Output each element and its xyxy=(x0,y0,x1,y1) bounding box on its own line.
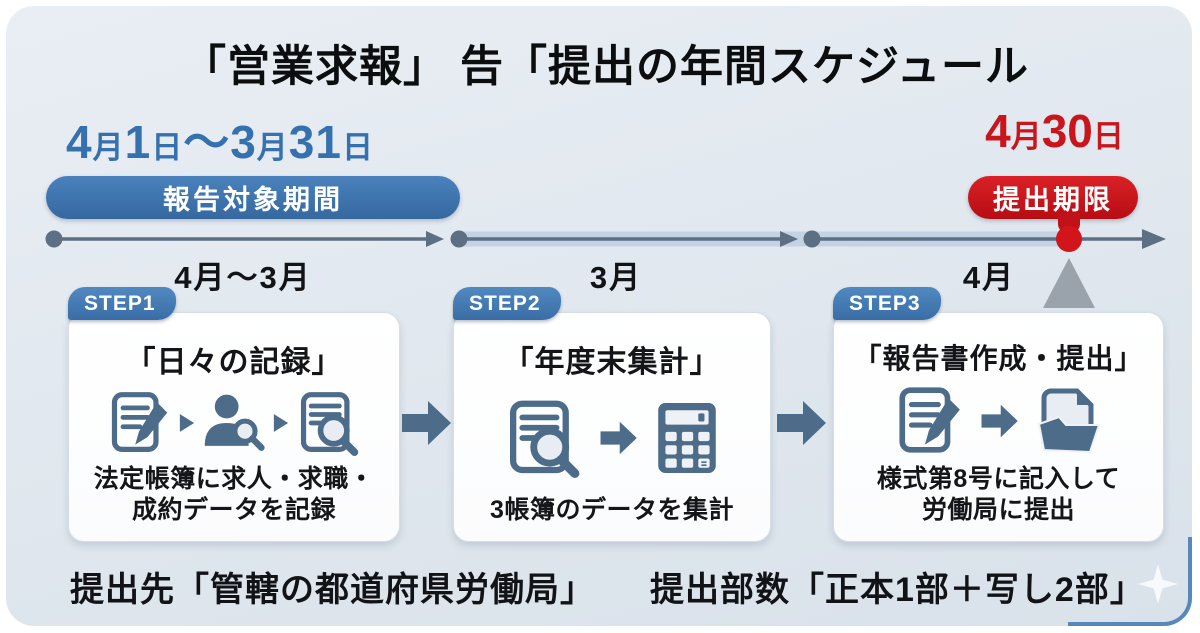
person-search-icon xyxy=(202,391,266,455)
segment-label-1: 4月〜3月 xyxy=(174,260,312,295)
rounded-background-panel: 「営業求報」 告「提出の年間スケジュール 4月1日〜3月31日 報告対象期間 4… xyxy=(6,6,1192,626)
page-title: 「営業求報」 告「提出の年間スケジュール xyxy=(183,43,1029,91)
step3-caption-line1: 様式第8号に記入して xyxy=(876,465,1121,493)
step3-tag: STEP3 xyxy=(833,287,941,320)
folder-document-icon xyxy=(1035,386,1105,456)
triangle-right-icon xyxy=(273,413,289,433)
step2-tag-label: STEP2 xyxy=(469,291,541,315)
arrow-right-icon xyxy=(598,421,640,455)
timeline-arrowhead-2 xyxy=(780,231,798,247)
segment-label-3: 4月 xyxy=(962,260,1016,295)
deadline-pill: 提出期限 xyxy=(968,176,1138,219)
document-pencil-icon xyxy=(106,390,172,456)
deadline-dot xyxy=(1056,226,1082,252)
step1-card: 「日々の記録」 xyxy=(68,312,400,542)
step2-card: 「年度末集計」 xyxy=(453,312,771,542)
deadline-label: 提出期限 xyxy=(993,185,1113,215)
step3-caption-line2: 労働局に提出 xyxy=(921,495,1075,524)
step1-tag: STEP1 xyxy=(68,287,176,320)
report-period-pill: 報告対象期間 xyxy=(46,176,460,219)
segment-label-2: 3月 xyxy=(589,260,643,295)
calculator-icon xyxy=(654,401,720,475)
submission-destination: 提出先「管轄の都道府県労働局」 xyxy=(70,571,595,609)
step1-title: 「日々の記録」 xyxy=(125,346,343,379)
report-period-label: 報告対象期間 xyxy=(163,185,343,215)
step2-caption-line1: 3帳簿のデータを集計 xyxy=(490,495,734,524)
step1-icon-row xyxy=(106,381,362,464)
step2-title: 「年度末集計」 xyxy=(503,346,721,379)
step3-tag-label: STEP3 xyxy=(849,291,921,315)
document-search-icon xyxy=(504,398,584,478)
timeline-axis xyxy=(45,226,1166,252)
report-period-dates: 4月1日〜3月31日 xyxy=(66,116,374,168)
submission-copies: 提出部数「正本1部＋写し2部」 xyxy=(650,571,1145,609)
document-pencil-icon xyxy=(893,385,965,457)
step1-caption: 法定帳簿に求人・求職・ 成約データを記録 xyxy=(94,464,375,525)
arrow-right-icon xyxy=(777,400,827,446)
step3-caption: 様式第8号に記入して 労働局に提出 xyxy=(877,464,1120,525)
step1-caption-line2: 成約データを記録 xyxy=(131,495,336,524)
deadline-date: 4月30日 xyxy=(985,105,1124,157)
document-search-icon xyxy=(296,390,362,456)
timeline-arrowhead-1 xyxy=(426,231,444,247)
step2-icon-row xyxy=(504,381,720,495)
step2-tag: STEP2 xyxy=(453,287,561,320)
timeline-dot-3 xyxy=(803,230,821,248)
timeline-end-arrowhead xyxy=(1142,229,1166,249)
step3-title: 「報告書作成・提出」 xyxy=(853,343,1144,374)
arrow-right-icon xyxy=(979,404,1021,438)
step1-caption-line1: 法定帳簿に求人・求職・ xyxy=(93,465,375,493)
timeline-dot-2 xyxy=(450,230,468,248)
triangle-right-icon xyxy=(179,413,195,433)
step1-tag-label: STEP1 xyxy=(84,291,156,315)
sparkle-icon xyxy=(1138,564,1178,604)
deadline-up-triangle xyxy=(1043,258,1095,308)
step2-caption: 3帳簿のデータを集計 xyxy=(490,495,734,526)
step3-icon-row xyxy=(893,377,1105,464)
timeline-start-dot xyxy=(45,230,63,248)
arrow-right-icon xyxy=(402,400,452,446)
step3-card: 「報告書作成・提出」 xyxy=(833,312,1164,542)
